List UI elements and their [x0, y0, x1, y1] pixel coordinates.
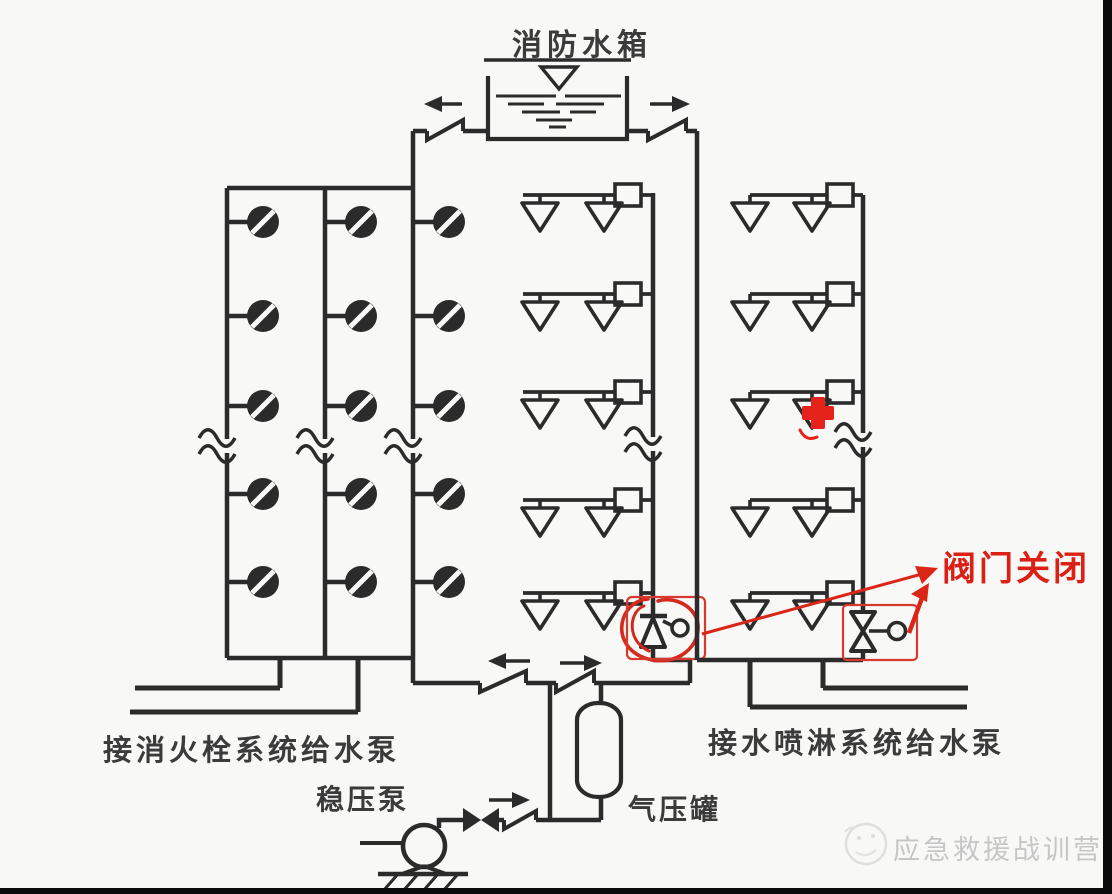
pipe-break-icon — [623, 426, 663, 462]
flow-indicator-icon — [825, 182, 855, 208]
sprinkler-system-right — [730, 182, 968, 710]
sprinkler-icon — [520, 498, 560, 538]
hydrant-icon — [325, 206, 377, 238]
sprinkler-icon — [730, 498, 770, 538]
sprinkler-icon — [792, 498, 832, 538]
hydrant-icon — [413, 478, 465, 510]
flow-indicator-icon — [613, 182, 643, 208]
check-valve-icon — [478, 667, 528, 696]
hydrant-icon — [227, 390, 279, 422]
sprinkler-pump-line-1 — [820, 660, 968, 691]
hydrant-icon — [227, 566, 279, 598]
pipe-break-icon — [295, 428, 335, 464]
pipe-break-icon — [833, 422, 873, 458]
water-surface-lines — [496, 94, 621, 129]
bottom-border-strip — [0, 888, 1112, 894]
gate-valve-icon — [463, 808, 499, 832]
gas-tank-icon — [574, 683, 624, 800]
hydrant-icon — [413, 390, 465, 422]
sprinkler-system-center — [520, 182, 707, 683]
pipe-break-icon — [197, 428, 237, 464]
flow-indicator-icon — [613, 281, 643, 307]
valve-wheel-icon — [670, 618, 690, 638]
hydrant-icon — [227, 478, 279, 510]
sprinkler-icon — [792, 193, 832, 233]
sprinkler-supply-pipe — [694, 131, 863, 663]
hydrant-icon — [227, 206, 279, 238]
hydrant-pump-line-2 — [130, 658, 361, 715]
hydrant-icon — [325, 300, 377, 332]
fire-water-tank — [484, 58, 631, 142]
hydrant-icon — [325, 390, 377, 422]
hydrant-icon — [413, 206, 465, 238]
hydrant-system — [130, 131, 465, 715]
valve-closed-annotation: 阀门关闭 — [942, 551, 1090, 588]
sprinkler-pump-line-2 — [747, 660, 967, 710]
pipe-break-icon — [383, 428, 423, 464]
sprinkler-pump-label: 接水喷淋系统给水泵 — [708, 728, 1006, 760]
pump-icon — [360, 822, 468, 891]
bottom-header — [413, 653, 690, 820]
red-arrow-long — [701, 572, 923, 636]
flow-indicator-icon — [613, 487, 643, 513]
flow-arrow-right — [489, 792, 530, 808]
flow-indicator-icon — [825, 281, 855, 307]
check-valve-icon — [646, 116, 688, 144]
watermark-logo-icon — [844, 822, 888, 866]
sprinkler-icon — [792, 591, 832, 631]
flow-indicator-icon — [613, 379, 643, 405]
watermark-text: 应急救援战训营 — [893, 835, 1103, 865]
red-arrow-short — [906, 597, 925, 634]
signal-valve-closed-center — [620, 595, 707, 683]
flow-indicator-icon — [825, 487, 855, 513]
gas-tank-label: 气压罐 — [628, 795, 722, 826]
red-box-annotation — [841, 603, 919, 662]
flow-arrow-right — [560, 655, 602, 671]
sprinkler-icon — [730, 390, 770, 430]
sprinkler-icon — [520, 193, 560, 233]
hydrant-icon — [227, 300, 279, 332]
water-level-icon — [537, 65, 581, 92]
tank-outlet-left — [413, 96, 488, 144]
hydrant-icon — [413, 566, 465, 598]
flow-arrow-left — [424, 96, 462, 112]
hydrant-icon — [325, 566, 377, 598]
hydrant-icon — [413, 300, 465, 332]
signal-valve-closed-right — [841, 603, 919, 662]
tank-label: 消防水箱 — [512, 29, 652, 62]
hydrant-pump-line-1 — [135, 658, 283, 691]
sprinkler-branches-right — [730, 182, 863, 631]
flow-arrow-left — [488, 653, 530, 669]
annotation-arrows — [701, 566, 938, 636]
check-valve-icon — [502, 807, 538, 833]
tank-outlet-right — [627, 96, 697, 144]
hydrant-pump-label: 接消火栓系统给水泵 — [103, 735, 401, 767]
check-valve-icon — [554, 667, 596, 696]
stabilizer-pump-assembly — [360, 792, 604, 891]
closed-sprinkler-marker — [798, 397, 834, 440]
hydrant-icon — [325, 478, 377, 510]
right-border-strip — [1103, 0, 1112, 894]
red-box-annotation — [625, 595, 707, 661]
sprinkler-branches-center — [520, 182, 653, 631]
valve-wheel-icon — [886, 620, 908, 642]
stabilizer-pump-label: 稳压泵 — [316, 785, 410, 816]
sprinkler-icon — [730, 292, 770, 332]
ground-hatching — [382, 873, 460, 891]
sprinkler-icon — [520, 292, 560, 332]
check-valve-icon — [425, 116, 465, 144]
sprinkler-icon — [792, 292, 832, 332]
flow-indicator-icon — [825, 379, 855, 405]
sprinkler-icon — [520, 390, 560, 430]
sprinkler-icon — [730, 193, 770, 233]
flow-arrow-right — [650, 96, 690, 112]
sprinkler-icon — [520, 591, 560, 631]
